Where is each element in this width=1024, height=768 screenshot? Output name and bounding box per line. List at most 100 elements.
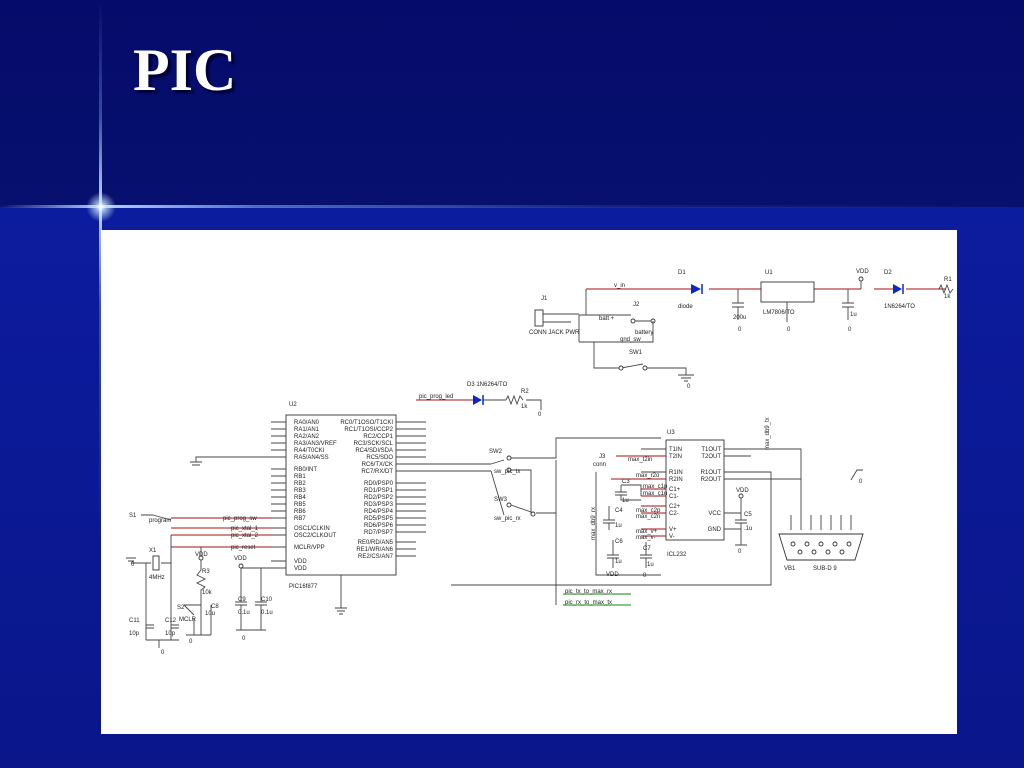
pin-rb6: RB6 bbox=[294, 509, 306, 515]
pin-r1out: R1OUT bbox=[701, 470, 722, 476]
label-c2-value: 1u bbox=[850, 312, 857, 318]
label-c3: C3 bbox=[622, 479, 630, 485]
label-c11-value: 10p bbox=[129, 631, 140, 637]
pic-microcontroller: U2 PIC16f877 RA0/AN0 RA1/AN1 RA2/AN2 RA3… bbox=[190, 402, 426, 615]
label-c5: C5 bbox=[744, 512, 752, 518]
pin-rc3: RC3/SCK/SCL bbox=[354, 441, 394, 447]
label-program: program bbox=[149, 518, 171, 524]
slide-title: PIC bbox=[133, 37, 237, 103]
label-gnd-c7: 0 bbox=[643, 573, 647, 579]
label-battery: battery bbox=[635, 330, 653, 336]
label-max-db9-rx: max_db9_rx bbox=[591, 507, 597, 540]
label-gnd-r2: 0 bbox=[538, 412, 542, 418]
label-vb1: VB1 bbox=[784, 566, 796, 572]
pin-t2in: T2IN bbox=[669, 454, 682, 460]
label-icl232: ICL232 bbox=[667, 552, 687, 558]
label-pic-xtal-2: pic_xtal_2 bbox=[231, 533, 259, 539]
label-max-c2p: max_c2p bbox=[636, 508, 661, 514]
label-pic-rx-to-max-tx: pic_rx_to_max_tx bbox=[565, 600, 612, 606]
pin-rb7: RB7 bbox=[294, 516, 306, 522]
pin-rd2: RD2/PSP2 bbox=[364, 495, 394, 501]
label-gnd-u1: 0 bbox=[787, 327, 791, 333]
pin-ra4: RA4/T0CKI bbox=[294, 448, 325, 454]
label-x1: X1 bbox=[149, 548, 157, 554]
label-j3: J3 bbox=[599, 454, 606, 460]
pin-rb3: RB3 bbox=[294, 488, 306, 494]
label-c10: C10 bbox=[261, 597, 273, 603]
pin-ra2: RA2/AN2 bbox=[294, 434, 320, 440]
label-c10-value: 0.1u bbox=[261, 610, 273, 616]
label-c7-value: 1u bbox=[647, 562, 654, 568]
pin-t1in: T1IN bbox=[669, 447, 682, 453]
diode-d1 bbox=[691, 284, 701, 294]
prog-led: D3 1N6264/TO pic_prog_led R2 1k 0 bbox=[416, 382, 542, 418]
sparkle-icon bbox=[86, 192, 116, 222]
label-c4: C4 bbox=[615, 508, 623, 514]
label-pic-tx-to-max-rx: pic_tx_to_max_rx bbox=[565, 589, 612, 595]
chip-u3 bbox=[665, 439, 725, 541]
label-max-c1p: max_c1p bbox=[643, 484, 668, 490]
label-c6-value: 1u bbox=[615, 559, 622, 565]
pin-rc6: RC6/TX/CK bbox=[362, 462, 393, 468]
label-mclr: MCLR bbox=[179, 617, 197, 623]
label-max-db9-tx: max_db9_tx bbox=[765, 417, 771, 450]
pin-vplus: V+ bbox=[669, 527, 677, 533]
pin-rd3: RD3/PSP3 bbox=[364, 502, 394, 508]
pin-vdd-2: VDD bbox=[294, 566, 307, 572]
regulator-u1 bbox=[760, 281, 815, 303]
label-r3-value: 10k bbox=[202, 590, 213, 596]
jack-j1 bbox=[534, 309, 544, 327]
label-lm7806: LM7806/TO bbox=[763, 310, 795, 316]
label-gnd-x1: 0 bbox=[131, 562, 135, 568]
pin-re1: RE1/WR/AN6 bbox=[356, 547, 393, 553]
label-sw1: SW1 bbox=[629, 350, 643, 356]
label-r2-value: 1k bbox=[521, 404, 528, 410]
pin-r2in: R2IN bbox=[669, 477, 683, 483]
label-j1: J1 bbox=[541, 296, 548, 302]
pin-ra0: RA0/AN0 bbox=[294, 420, 320, 426]
pin-vdd-1: VDD bbox=[294, 559, 307, 565]
db9-shell bbox=[778, 533, 864, 561]
pin-c1p: C1+ bbox=[669, 487, 681, 493]
pin-c1n: C1- bbox=[669, 494, 679, 500]
pin-c2n: C2- bbox=[669, 511, 679, 517]
serial-switches: SW2 sw_pic_tx SW3 sw_pic_rx bbox=[426, 437, 661, 605]
label-c12: C12 bbox=[165, 618, 177, 624]
label-r1: R1 bbox=[944, 277, 952, 283]
pin-t2out: T2OUT bbox=[701, 454, 721, 460]
label-gnd-c5: 0 bbox=[738, 549, 742, 555]
label-c11: C11 bbox=[129, 618, 140, 624]
label-vdd-r3: VDD bbox=[195, 552, 208, 558]
label-batt-plus: batt + bbox=[599, 316, 615, 322]
label-gnd-c11: 0 bbox=[161, 650, 165, 656]
label-c3-value: 1u bbox=[622, 498, 629, 504]
label-pic-xtal-1: pic_xtal_1 bbox=[231, 526, 259, 532]
label-sw-pic-rx: sw_pic_rx bbox=[494, 516, 521, 522]
label-gnd-c9: 0 bbox=[242, 636, 246, 642]
label-gnd-db9: 0 bbox=[859, 479, 863, 485]
label-pic-prog-led: pic_prog_led bbox=[419, 394, 453, 400]
pin-ra1: RA1/AN1 bbox=[294, 427, 320, 433]
pin-rc4: RC4/SDI/SDA bbox=[355, 448, 393, 454]
label-s2: S2 bbox=[177, 605, 185, 611]
label-max-vminus: max_v- bbox=[636, 535, 656, 541]
label-c5-value: .1u bbox=[744, 526, 752, 532]
label-s1: S1 bbox=[129, 513, 137, 519]
pin-rb1: RB1 bbox=[294, 474, 306, 480]
pin-r2out: R2OUT bbox=[701, 477, 722, 483]
label-u3: U3 bbox=[667, 430, 675, 436]
pin-vcc: VCC bbox=[708, 511, 721, 517]
label-vdd-c9: VDD bbox=[234, 556, 247, 562]
oscillator-reset: S1 program pic_prog_sw pic_xtal_1 pic_xt… bbox=[126, 513, 273, 656]
schematic-panel: J1 CONN JACK PWR J2 batt + battery gnd_s… bbox=[101, 230, 957, 734]
pin-rd0: RD0/PSP0 bbox=[364, 481, 394, 487]
label-c9: C9 bbox=[238, 597, 246, 603]
label-max-t2in: max_t2in bbox=[628, 457, 652, 463]
pin-rc5: RC5/SDO bbox=[366, 455, 393, 461]
pin-mclr: MCLR/VPP bbox=[294, 545, 325, 551]
db9-connector: VB1 SUB-D 9 0 bbox=[451, 448, 864, 586]
label-r3: R3 bbox=[202, 569, 210, 575]
label-c8-value: 10u bbox=[205, 611, 215, 617]
pin-ra3: RA3/AN3/VREF bbox=[294, 441, 337, 447]
label-c12-value: 10p bbox=[165, 631, 176, 637]
